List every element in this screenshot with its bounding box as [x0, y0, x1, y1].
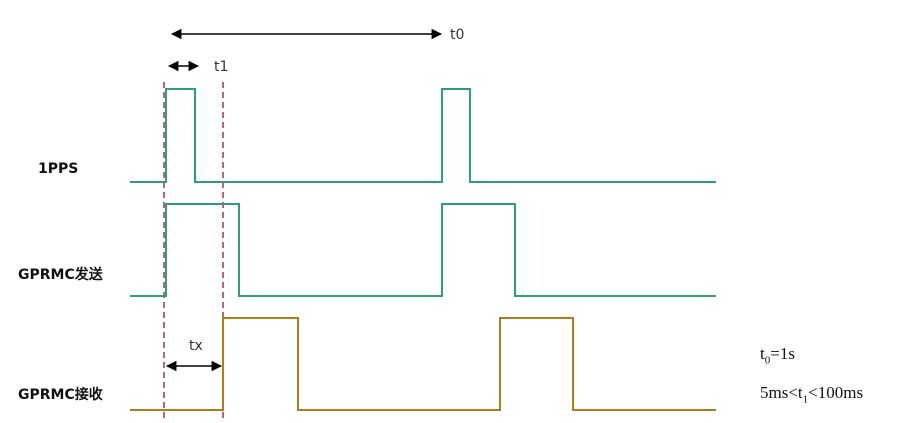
gprmc-recv-waveform — [130, 317, 716, 411]
t0-label: t0 — [450, 27, 464, 43]
gprmc-send-label: GPRMC发送 — [18, 266, 104, 283]
tx-label: tx — [189, 338, 203, 354]
pps-signal-label: 1PPS — [38, 161, 78, 177]
gprmc-recv-label: GPRMC接收 — [18, 386, 104, 403]
t0-equation: t0=1s — [760, 344, 795, 367]
gprmc-send-waveform — [130, 203, 716, 297]
t1-label: t1 — [214, 59, 228, 75]
t1-range-equation: 5ms<t1<100ms — [760, 383, 864, 406]
pps-waveform — [130, 88, 716, 183]
